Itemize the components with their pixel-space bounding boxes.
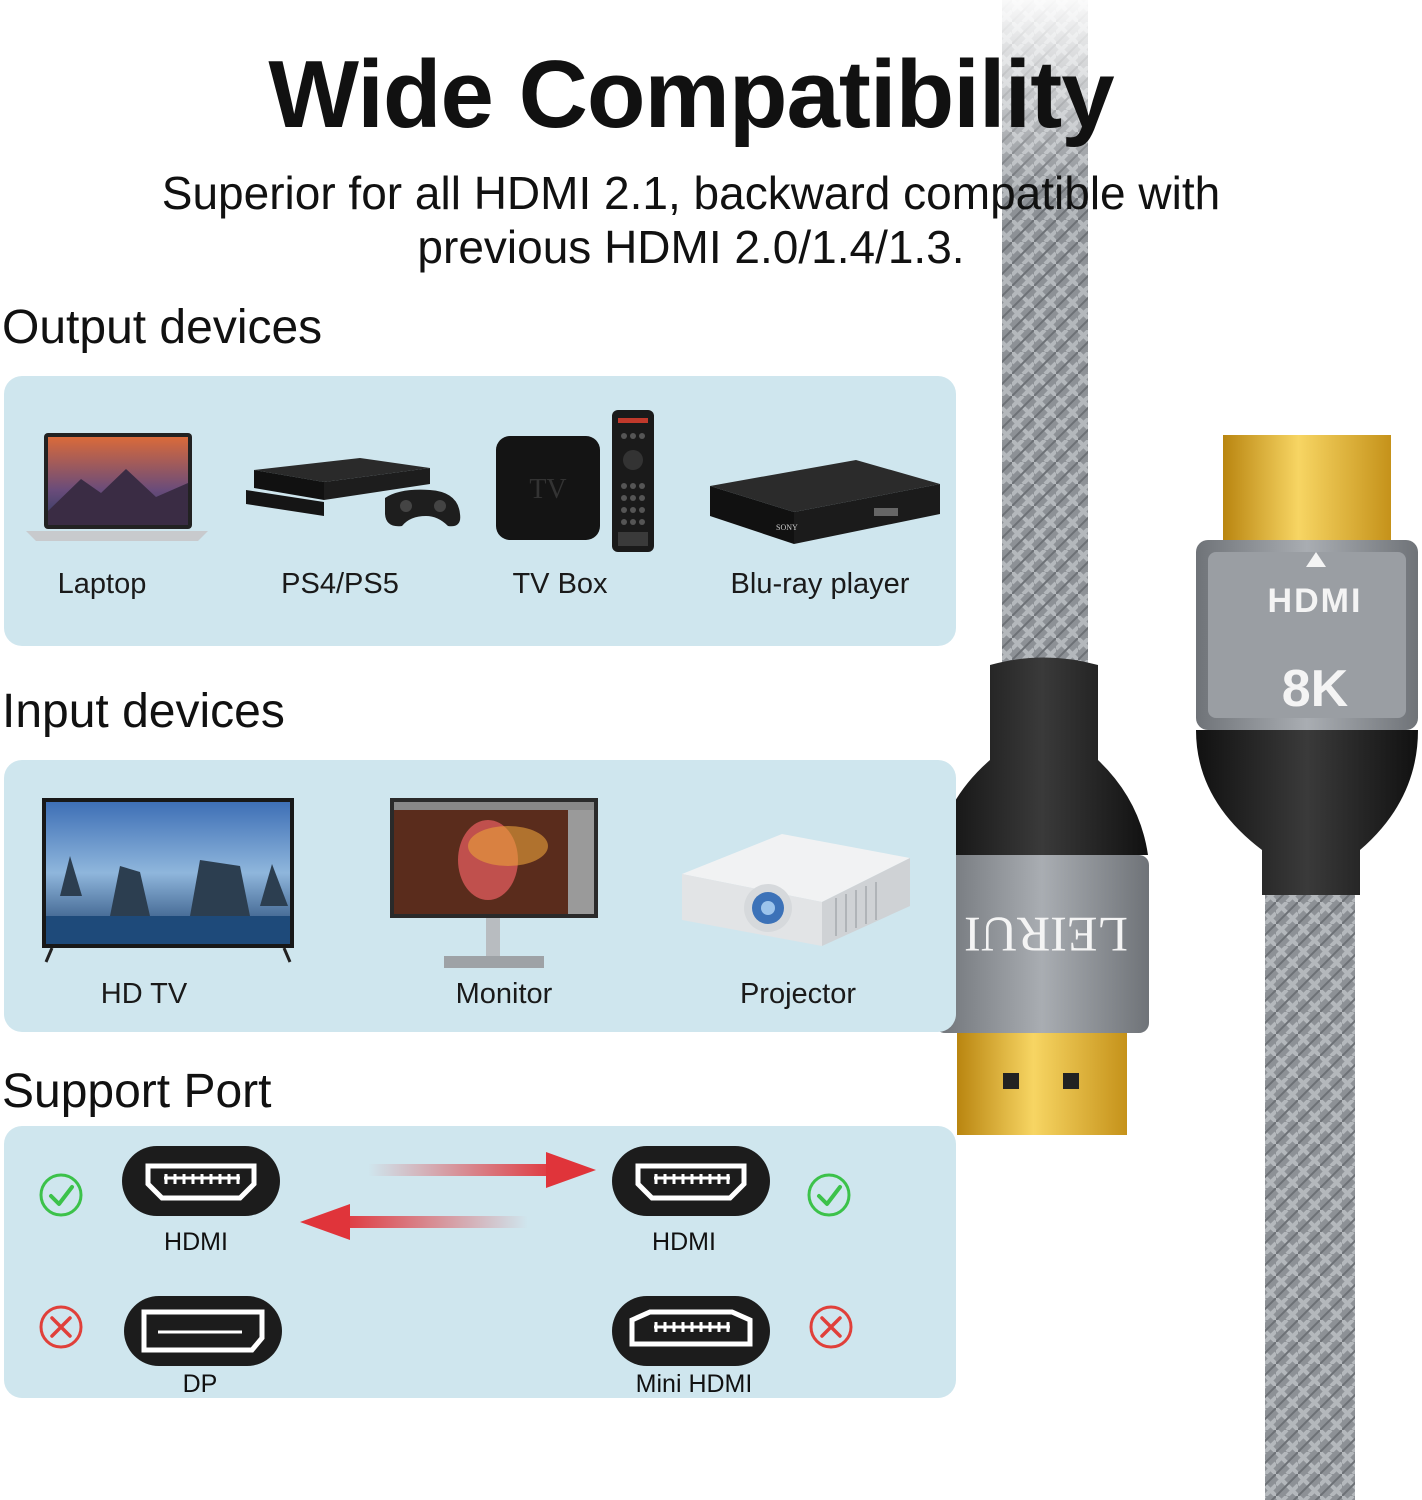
connector-hdmi-logo: HDMI xyxy=(1268,582,1363,620)
hdmi-port-icon xyxy=(612,1146,770,1216)
output-devices-panel: Laptop PS4/PS5 TV xyxy=(4,376,956,646)
input-devices-heading: Input devices xyxy=(2,685,285,738)
displayport-icon xyxy=(124,1296,282,1366)
blu-ray-player-icon: SONY xyxy=(710,460,940,544)
bluray-brand-text: SONY xyxy=(776,523,798,532)
check-icon xyxy=(39,1173,83,1217)
laptop-label: Laptop xyxy=(57,568,147,600)
target-hdmi-label: HDMI xyxy=(652,1228,716,1256)
cable-brand-text: LEIRUI xyxy=(964,907,1128,963)
source-hdmi-label: HDMI xyxy=(164,1228,228,1256)
output-devices-heading: Output devices xyxy=(2,301,323,354)
game-console-label: PS4/PS5 xyxy=(281,568,399,600)
mini-hdmi-port-icon xyxy=(612,1296,770,1366)
hdmi-port-icon xyxy=(122,1146,280,1216)
bidirectional-arrows-icon xyxy=(300,1152,596,1240)
support-port-heading: Support Port xyxy=(2,1065,272,1118)
tv-box-icon: TV xyxy=(496,410,654,552)
laptop-icon xyxy=(26,433,208,541)
projector-icon xyxy=(682,834,910,946)
page-title: Wide Compatibility xyxy=(268,41,1114,148)
cross-icon xyxy=(39,1305,83,1349)
hd-tv-label: HD TV xyxy=(100,978,188,1010)
input-devices-panel: HD TV Monitor Projector xyxy=(4,760,956,1032)
projector-label: Projector xyxy=(739,978,857,1010)
game-console-icon xyxy=(246,458,461,527)
subtitle-line-2: previous HDMI 2.0/1.4/1.3. xyxy=(417,221,965,273)
page-subtitle: Superior for all HDMI 2.1, backward comp… xyxy=(60,166,1322,274)
support-port-panel: HDMI HDMI xyxy=(4,1126,956,1398)
monitor-label: Monitor xyxy=(455,978,553,1010)
subtitle-line-1: Superior for all HDMI 2.1, backward comp… xyxy=(161,167,1221,219)
dp-label: DP xyxy=(182,1370,218,1398)
check-icon xyxy=(807,1173,851,1217)
tv-box-label: TV Box xyxy=(512,568,608,600)
tv-icon xyxy=(42,798,294,963)
mini-hdmi-label: Mini HDMI xyxy=(635,1370,753,1398)
monitor-icon xyxy=(390,798,598,968)
cross-icon xyxy=(809,1305,853,1349)
resolution-badge: 8K xyxy=(1282,660,1349,718)
blu-ray-player-label: Blu-ray player xyxy=(730,568,910,600)
tv-box-text: TV xyxy=(529,474,566,505)
